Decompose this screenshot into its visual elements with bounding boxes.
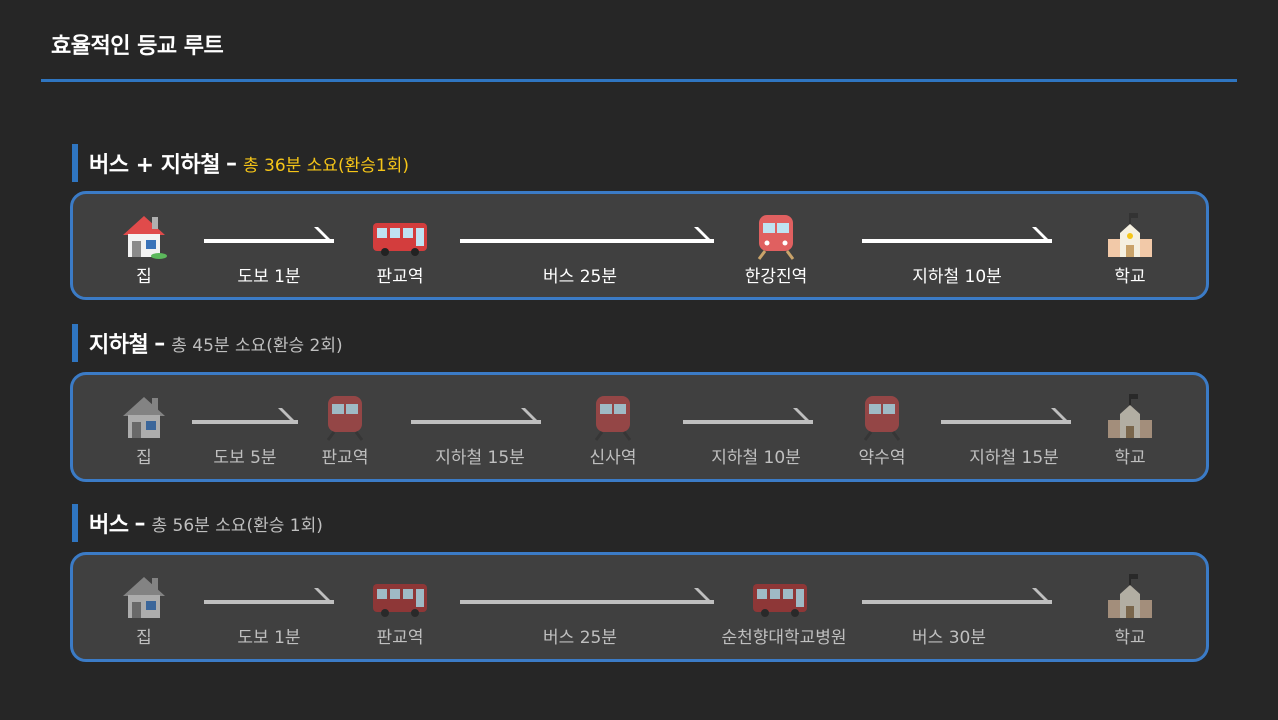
stop-label: 학교 (1114, 448, 1146, 468)
route-name: 버스 + 지하철 (89, 153, 220, 178)
segment-label: 버스 25분 (543, 267, 617, 287)
train-icon (594, 396, 632, 441)
route-summary: 총 45분 소요(환승 2회) (171, 335, 343, 356)
stop-label: 학교 (1114, 628, 1146, 648)
segment-label: 버스 30분 (912, 628, 986, 648)
route-heading-bus: 버스 – 총 56분 소요(환승 1회) (72, 504, 323, 542)
route-heading-bus-subway: 버스 + 지하철 – 총 36분 소요(환승1회) (72, 144, 409, 182)
bus-icon (373, 584, 427, 617)
heading-accent-bar (72, 504, 78, 542)
route-arrow (204, 600, 334, 604)
stop-label: 집 (136, 267, 152, 287)
route-arrow (862, 239, 1052, 243)
heading-dash: – (134, 510, 146, 536)
route-name: 버스 (89, 513, 129, 538)
route-arrow (411, 420, 541, 424)
heading-accent-bar (72, 144, 78, 182)
school-icon (1108, 213, 1152, 257)
stop-label: 순천향대학교병원 (721, 628, 847, 648)
segment-label: 지하철 10분 (711, 448, 801, 468)
house-icon (123, 397, 165, 438)
page-title: 효율적인 등교 루트 (51, 34, 224, 59)
stop-label: 집 (136, 448, 152, 468)
stop-label: 신사역 (589, 448, 637, 468)
school-icon (1108, 394, 1152, 438)
route-card-subway[interactable]: 집 도보 5분 판교역 지하철 15분 신사역 지하철 10분 약수역 지하철 … (70, 372, 1209, 482)
heading-dash: – (225, 150, 237, 176)
stop-label: 학교 (1114, 267, 1146, 287)
title-divider (41, 79, 1237, 82)
route-arrow (862, 600, 1052, 604)
route-name: 지하철 (89, 333, 149, 358)
route-arrow (460, 600, 714, 604)
heading-accent-bar (72, 324, 78, 362)
bus-icon (373, 223, 427, 256)
segment-label: 지하철 15분 (435, 448, 525, 468)
route-arrow (683, 420, 813, 424)
stop-label: 약수역 (858, 448, 906, 468)
train-icon (326, 396, 364, 441)
segment-label: 지하철 15분 (969, 448, 1059, 468)
house-icon (123, 577, 165, 618)
stop-label: 판교역 (376, 628, 424, 648)
route-arrow (460, 239, 714, 243)
route-arrow (204, 239, 334, 243)
stop-label: 한강진역 (744, 267, 808, 287)
stop-label: 판교역 (321, 448, 369, 468)
stop-label: 집 (136, 628, 152, 648)
heading-dash: – (154, 330, 166, 356)
route-card-bus-subway[interactable]: 집 도보 1분 판교역 버스 25분 한강진역 지하철 10분 학교 (70, 191, 1209, 300)
route-arrow (192, 420, 298, 424)
bus-icon (753, 584, 807, 617)
route-heading-subway: 지하철 – 총 45분 소요(환승 2회) (72, 324, 343, 362)
route-card-bus[interactable]: 집 도보 1분 판교역 버스 25분 순천향대학교병원 버스 30분 학교 (70, 552, 1209, 662)
route-arrow (941, 420, 1071, 424)
route-summary: 총 36분 소요(환승1회) (242, 155, 409, 176)
route-summary: 총 56분 소요(환승 1회) (151, 515, 323, 536)
segment-label: 버스 25분 (543, 628, 617, 648)
train-icon (863, 396, 901, 441)
train-icon (757, 215, 795, 260)
stop-label: 판교역 (376, 267, 424, 287)
segment-label: 지하철 10분 (912, 267, 1002, 287)
school-icon (1108, 574, 1152, 618)
house-icon (123, 216, 167, 259)
segment-label: 도보 1분 (237, 267, 301, 287)
segment-label: 도보 5분 (213, 448, 277, 468)
segment-label: 도보 1분 (237, 628, 301, 648)
